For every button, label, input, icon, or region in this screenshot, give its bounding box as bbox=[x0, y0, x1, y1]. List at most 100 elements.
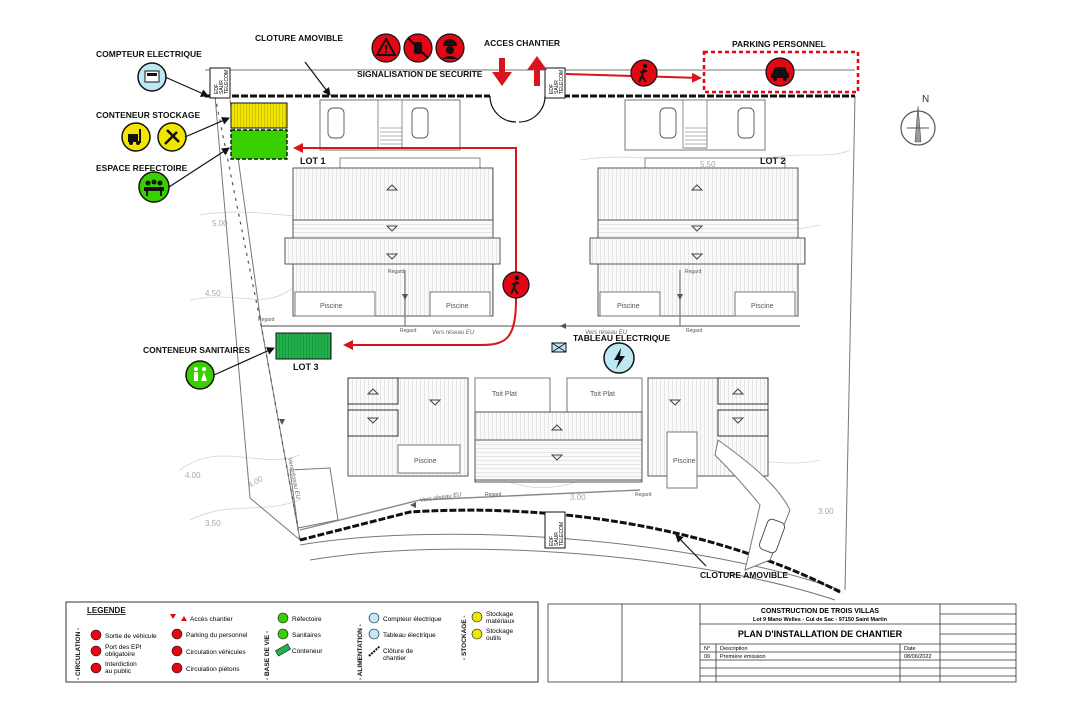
legend-sanitaires: Sanitaires bbox=[292, 632, 322, 639]
cartouche-row-no: 00 bbox=[704, 654, 710, 660]
cartouche-col-date: Date bbox=[904, 646, 916, 652]
compteur-electrique-icon bbox=[137, 62, 167, 92]
lot-2-label: LOT 2 bbox=[760, 156, 786, 166]
svg-text:Toit Plat: Toit Plat bbox=[492, 391, 517, 398]
espace-refectoire-label: ESPACE REFECTOIRE bbox=[96, 163, 188, 173]
svg-text:Piscine: Piscine bbox=[751, 303, 774, 310]
pedestrian-icon-middle bbox=[502, 271, 530, 299]
svg-text:Vers réseau EU: Vers réseau EU bbox=[419, 492, 462, 504]
stairs bbox=[380, 127, 707, 149]
cartouche-col-no: N° bbox=[704, 646, 710, 652]
svg-text:4.00: 4.00 bbox=[247, 474, 265, 490]
svg-text:SAUR: SAUR bbox=[554, 80, 560, 94]
legend-cloture-1: Clôture de bbox=[383, 648, 413, 655]
svg-text:Piscine: Piscine bbox=[673, 458, 696, 465]
sanitary-container bbox=[275, 332, 332, 360]
sanitaires-icon bbox=[185, 360, 215, 390]
lot-1-building: Piscine Piscine bbox=[284, 99, 501, 317]
svg-text:4.50: 4.50 bbox=[205, 289, 221, 298]
tableau-electrique-icon bbox=[603, 342, 635, 374]
legend-section-base-vie: - BASE DE VIE - bbox=[264, 631, 271, 680]
legend-section-stockage: - STOCKAGE - bbox=[461, 615, 468, 660]
svg-text:5.50: 5.50 bbox=[700, 160, 716, 169]
svg-text:Regard: Regard bbox=[258, 317, 275, 323]
route-to-lot3 bbox=[343, 299, 517, 350]
svg-text:EDF: EDF bbox=[549, 84, 555, 94]
lot-2-building: Piscine Piscine bbox=[589, 99, 806, 317]
parking-area bbox=[702, 50, 860, 94]
tableau-electrique-label: TABLEAU ELECTRIQUE bbox=[573, 333, 670, 343]
pedestrian-icon-top bbox=[630, 59, 658, 87]
svg-text:SAUR: SAUR bbox=[554, 532, 560, 546]
svg-text:Regard: Regard bbox=[400, 328, 417, 334]
cartouche-project: CONSTRUCTION DE TROIS VILLAS bbox=[761, 608, 880, 615]
svg-text:TELECOM: TELECOM bbox=[559, 70, 565, 94]
svg-text:Regard: Regard bbox=[685, 269, 702, 275]
svg-text:TELECOM: TELECOM bbox=[559, 522, 565, 546]
access-gate bbox=[489, 95, 546, 123]
route-to-lot1 bbox=[293, 143, 517, 300]
legend-port-epi-1: Port des EPI bbox=[105, 644, 142, 651]
utility-box-top-right: EDF SAUR TELECOM bbox=[544, 67, 566, 99]
svg-text:Piscine: Piscine bbox=[414, 458, 437, 465]
svg-text:3.50: 3.50 bbox=[205, 519, 221, 528]
legend-section-circulation: - CIRCULATION - bbox=[75, 628, 82, 680]
legend-cloture-2: chantier bbox=[383, 655, 407, 662]
access-arrows bbox=[492, 56, 547, 86]
stockage-materiaux-icon bbox=[121, 122, 151, 152]
svg-text:Piscine: Piscine bbox=[446, 303, 469, 310]
stockage-outils-icon bbox=[157, 122, 187, 152]
legend-stockage-materiaux-1: Stockage bbox=[486, 611, 513, 618]
legend-panel: LEGENDE - CIRCULATION - - BASE DE VIE - … bbox=[65, 601, 539, 683]
legend-interdiction-1: Interdiction bbox=[105, 661, 137, 668]
legend-stockage-materiaux-2: matériaux bbox=[486, 618, 515, 625]
title-block bbox=[547, 603, 1017, 683]
no-entry-hand-icon bbox=[403, 33, 433, 63]
acces-chantier-label: ACCES CHANTIER bbox=[484, 38, 560, 48]
leader-lines bbox=[164, 61, 707, 567]
legend-circulation-pietons: Circulation piétons bbox=[186, 666, 240, 673]
svg-text:3.00: 3.00 bbox=[570, 493, 586, 502]
svg-text:5.00: 5.00 bbox=[212, 219, 228, 228]
svg-text:4.00: 4.00 bbox=[185, 471, 201, 480]
utility-box-top-left: EDF SAUR TELECOM bbox=[209, 67, 231, 99]
conteneur-sanitaires-label: CONTENEUR SANITAIRES bbox=[143, 345, 250, 355]
ppe-worker-icon bbox=[435, 33, 465, 63]
svg-text:Vers réseau EU: Vers réseau EU bbox=[585, 330, 628, 336]
north-label: N bbox=[922, 94, 929, 105]
bottom-right-parking bbox=[714, 439, 791, 571]
parking-label: PARKING PERSONNEL bbox=[732, 39, 826, 49]
svg-text:Regard: Regard bbox=[635, 492, 652, 498]
legend-refectoire: Réfectoire bbox=[292, 616, 322, 623]
svg-text:Vers réseau EU: Vers réseau EU bbox=[432, 330, 475, 336]
legend-title: LEGENDE bbox=[87, 606, 126, 615]
cloture-bottom-label: CLOTURE AMOVIBLE bbox=[700, 570, 788, 580]
signalisation-label: SIGNALISATION DE SECURITE bbox=[357, 69, 483, 79]
storage-container bbox=[230, 102, 288, 129]
sewer-arrows bbox=[279, 294, 683, 508]
top-parking-cars bbox=[327, 107, 755, 139]
refectoire-area bbox=[230, 129, 288, 160]
fence-bottom bbox=[299, 508, 843, 595]
svg-text:Regard: Regard bbox=[485, 492, 502, 498]
svg-text:3.00: 3.00 bbox=[818, 507, 834, 516]
svg-text:SAUR: SAUR bbox=[219, 80, 225, 94]
cartouche-title: PLAN D'INSTALLATION DE CHANTIER bbox=[738, 629, 903, 639]
conteneur-stockage-label: CONTENEUR STOCKAGE bbox=[96, 110, 201, 120]
legend-interdiction-2: au public bbox=[105, 668, 132, 675]
cloture-top-label: CLOTURE AMOVIBLE bbox=[255, 33, 343, 43]
svg-text:Toit Plat: Toit Plat bbox=[590, 391, 615, 398]
refectoire-icon bbox=[138, 171, 170, 203]
cartouche-row-date: 08/06/2022 bbox=[904, 654, 932, 660]
lot-3-label: LOT 3 bbox=[293, 362, 319, 372]
legend-sortie-vehicule: Sortie de véhicule bbox=[105, 633, 157, 640]
legend-circulation-vehicules: Circulation véhicules bbox=[186, 649, 246, 656]
svg-text:Piscine: Piscine bbox=[617, 303, 640, 310]
legend-stockage-outils-2: outils bbox=[486, 635, 502, 642]
cartouche-row-desc: Première émission bbox=[720, 654, 766, 660]
compteur-label: COMPTEUR ELECTRIQUE bbox=[96, 49, 202, 59]
regard-labels: Regard Regard Regard Regard Regard Regar… bbox=[258, 269, 703, 498]
cartouche-address: Lot 9 Mano Welles - Cul de Sac - 97150 S… bbox=[753, 617, 888, 623]
svg-text:TELECOM: TELECOM bbox=[224, 70, 230, 94]
legend-port-epi-2: obligatoire bbox=[105, 651, 135, 658]
